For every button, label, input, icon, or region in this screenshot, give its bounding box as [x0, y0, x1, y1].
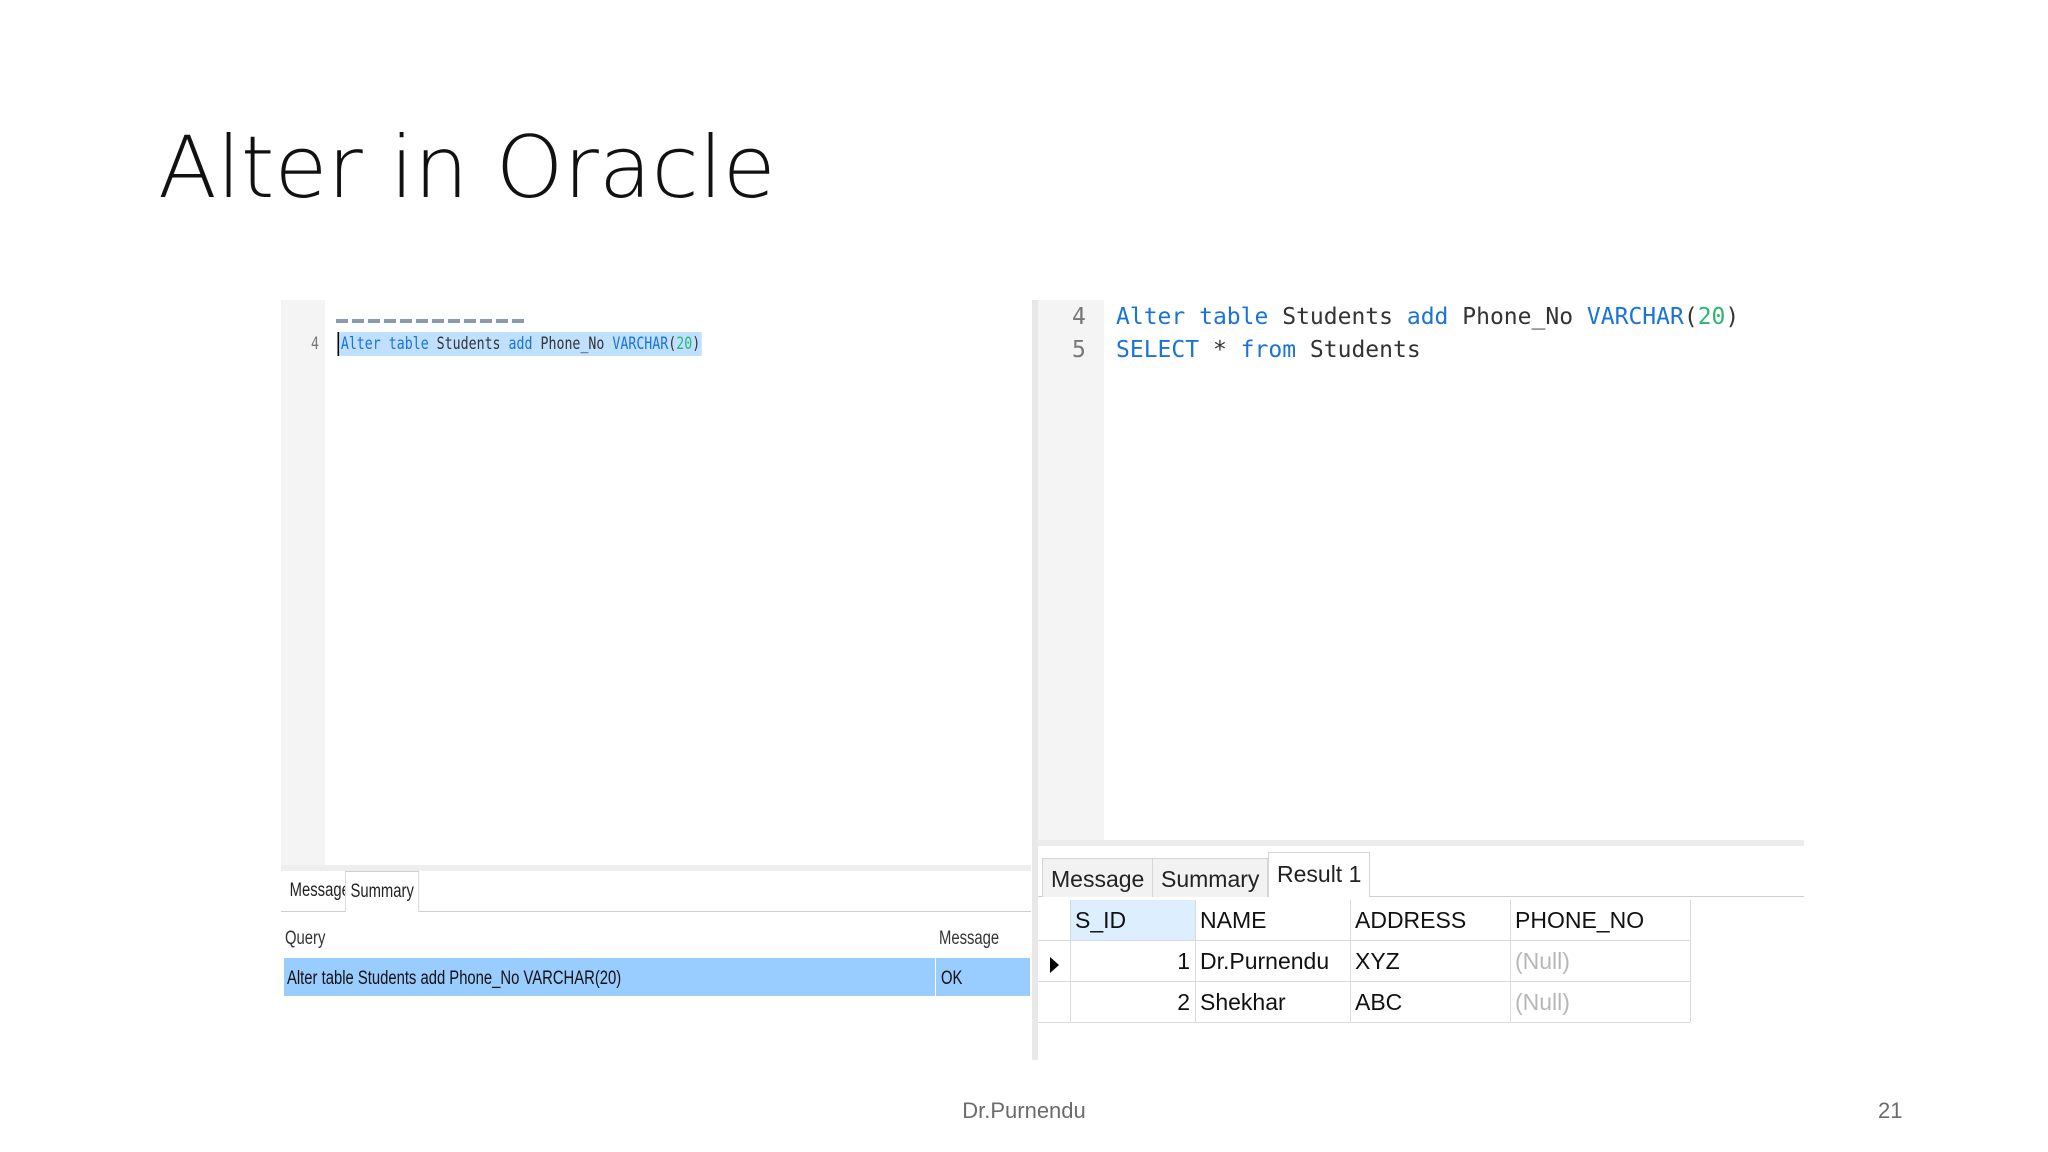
keyword: add: [508, 334, 533, 354]
cell-s-id[interactable]: 1: [1177, 948, 1190, 974]
grid-line: [1690, 900, 1691, 1022]
editor-gutter: [281, 300, 325, 865]
column-header-label: S_ID: [1075, 907, 1127, 933]
line-number: 4: [1072, 304, 1086, 330]
line-number: 4: [311, 334, 319, 354]
cell-name[interactable]: Dr.Purnendu: [1200, 948, 1330, 974]
right-query-screenshot: 4 Alter table Students add Phone_No VARCH…: [1032, 300, 1804, 1060]
paren: (: [1683, 304, 1698, 330]
tab-message[interactable]: Message: [1042, 858, 1154, 897]
paren: ): [692, 334, 701, 354]
grid-line: [1195, 900, 1196, 1022]
column-header-s-id[interactable]: S_ID: [1071, 900, 1195, 940]
cell-name[interactable]: Shekhar: [1200, 989, 1286, 1015]
column-header-message[interactable]: Message: [939, 928, 1000, 949]
column-separator: [935, 958, 936, 996]
keyword: add: [1406, 304, 1449, 330]
editor-line[interactable]: 4 Alter table Students add Phone_No VARC…: [311, 332, 702, 356]
line-number: 5: [1072, 337, 1086, 363]
column-header-name[interactable]: NAME: [1200, 907, 1267, 933]
paren: (: [668, 334, 677, 354]
keyword: table: [388, 334, 429, 354]
identifier: Students: [1309, 337, 1421, 363]
tab-result-1[interactable]: Result 1: [1268, 852, 1371, 897]
query-cell[interactable]: Alter table Students add Phone_No VARCHA…: [287, 968, 622, 989]
paren: ): [1725, 304, 1740, 330]
cell-phone-no[interactable]: (Null): [1515, 948, 1570, 974]
number-literal: 20: [1697, 304, 1726, 330]
left-query-screenshot: 4 Alter table Students add Phone_No VARC…: [281, 300, 1031, 1030]
window-edge: [1032, 300, 1038, 1060]
tab-summary[interactable]: Summary: [1152, 858, 1269, 897]
keyword: SELECT: [1116, 337, 1200, 363]
result-tabs: Message Summary Result 1: [1038, 852, 1804, 897]
tab-summary[interactable]: Summary: [345, 871, 420, 912]
keyword: Alter: [1116, 304, 1186, 330]
current-row-indicator-icon: [1050, 957, 1059, 973]
cell-address[interactable]: XYZ: [1355, 948, 1400, 974]
keyword: VARCHAR: [612, 334, 669, 354]
tab-message[interactable]: Message: [289, 880, 350, 901]
column-header-phone-no[interactable]: PHONE_NO: [1515, 907, 1645, 933]
table-row[interactable]: [284, 958, 1030, 996]
cell-phone-no[interactable]: (Null): [1515, 989, 1570, 1015]
keyword: VARCHAR: [1586, 304, 1684, 330]
grid-line: [1070, 900, 1071, 1022]
selected-statement[interactable]: Alter table Students add Phone_No VARCHA…: [337, 332, 702, 356]
splitter[interactable]: [281, 865, 1031, 871]
editor-gutter: [1038, 300, 1104, 840]
operator: *: [1212, 337, 1227, 363]
cut-off-line: [336, 319, 526, 323]
slide-number: 21: [1878, 1098, 1903, 1123]
keyword: from: [1240, 337, 1297, 363]
identifier: Phone_No: [540, 334, 605, 354]
grid-line: [1350, 900, 1351, 1022]
column-header-address[interactable]: ADDRESS: [1355, 907, 1467, 933]
keyword: Alter: [340, 334, 381, 354]
identifier: Phone_No: [1462, 304, 1574, 330]
number-literal: 20: [676, 334, 693, 354]
editor-line[interactable]: 5 SELECT * from Students: [1072, 337, 1421, 363]
cell-address[interactable]: ABC: [1355, 989, 1403, 1015]
identifier: Students: [436, 334, 501, 354]
editor-line[interactable]: 4 Alter table Students add Phone_No VARCH…: [1072, 304, 1739, 330]
slide-footer: Dr.Purnendu: [962, 1098, 1086, 1123]
splitter[interactable]: [1038, 840, 1804, 846]
message-cell[interactable]: OK: [941, 968, 963, 989]
result-tabs: Message Summary: [281, 871, 1031, 912]
slide-title: Alter in Oracle: [158, 118, 776, 218]
cell-s-id[interactable]: 2: [1177, 989, 1190, 1015]
grid-line: [1038, 940, 1690, 941]
grid-line: [1510, 900, 1511, 1022]
grid-line: [1038, 981, 1690, 982]
grid-line: [1038, 1022, 1690, 1023]
identifier: Students: [1282, 304, 1393, 330]
column-header-query[interactable]: Query: [285, 928, 326, 949]
keyword: table: [1199, 304, 1269, 330]
